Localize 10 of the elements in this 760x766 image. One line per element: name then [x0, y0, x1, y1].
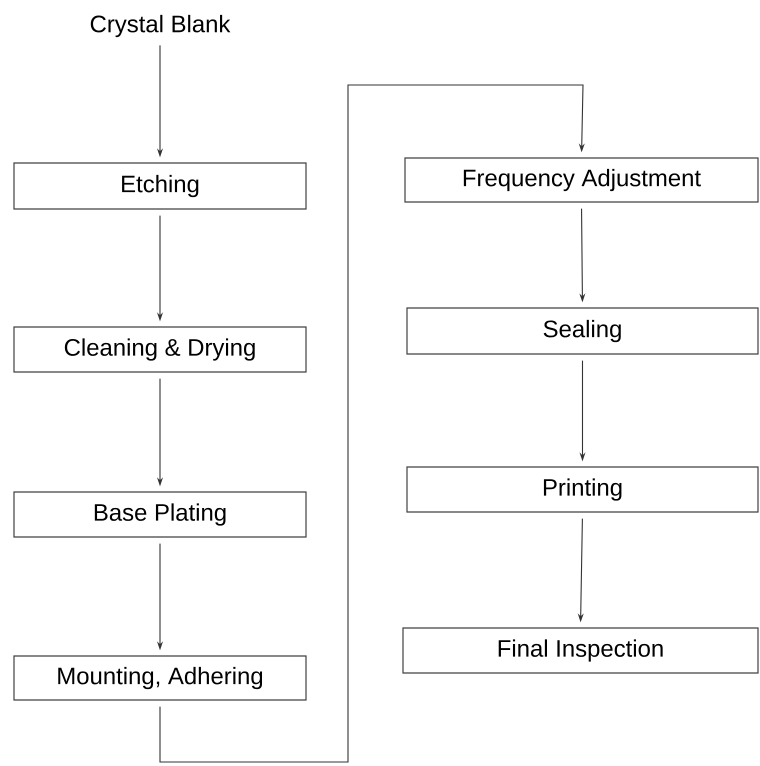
process-box: Mounting, Adhering: [13, 655, 307, 701]
start-label: Crystal Blank: [90, 14, 230, 38]
process-box: Etching: [13, 162, 307, 210]
process-box: Printing: [406, 466, 759, 513]
process-box: Frequency Adjustment: [404, 157, 759, 203]
arrow: [159, 84, 585, 763]
process-box: Cleaning & Drying: [13, 326, 307, 373]
process-box: Final Inspection: [402, 627, 759, 674]
process-box: Sealing: [406, 307, 759, 355]
process-box: Base Plating: [13, 491, 307, 538]
